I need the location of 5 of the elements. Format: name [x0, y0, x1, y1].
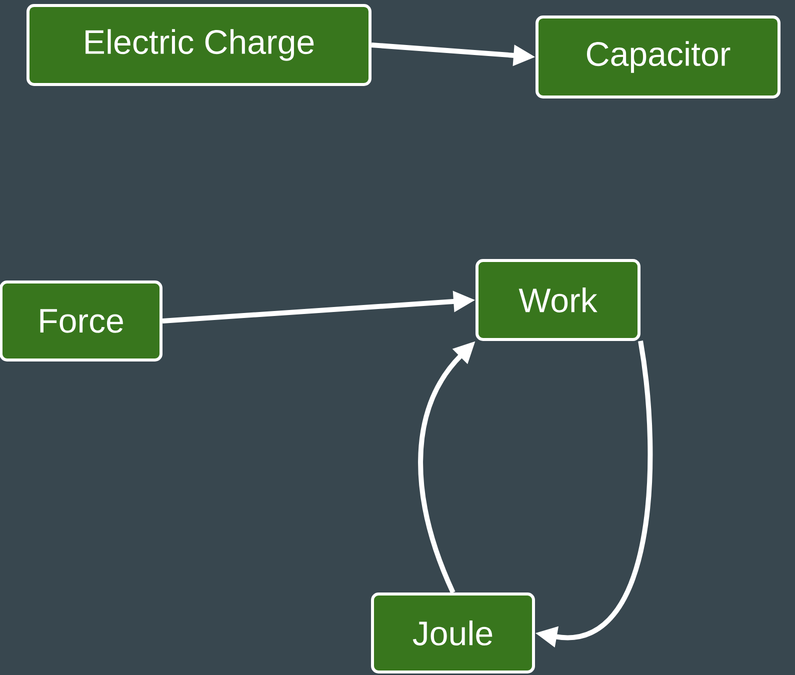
- concept-box: Force: [0, 280, 162, 362]
- concept-box: Work: [476, 259, 640, 341]
- concept-box: Capacitor: [536, 16, 780, 98]
- concept-box: Joule: [371, 592, 535, 674]
- concept-box: Electric Charge: [26, 4, 372, 86]
